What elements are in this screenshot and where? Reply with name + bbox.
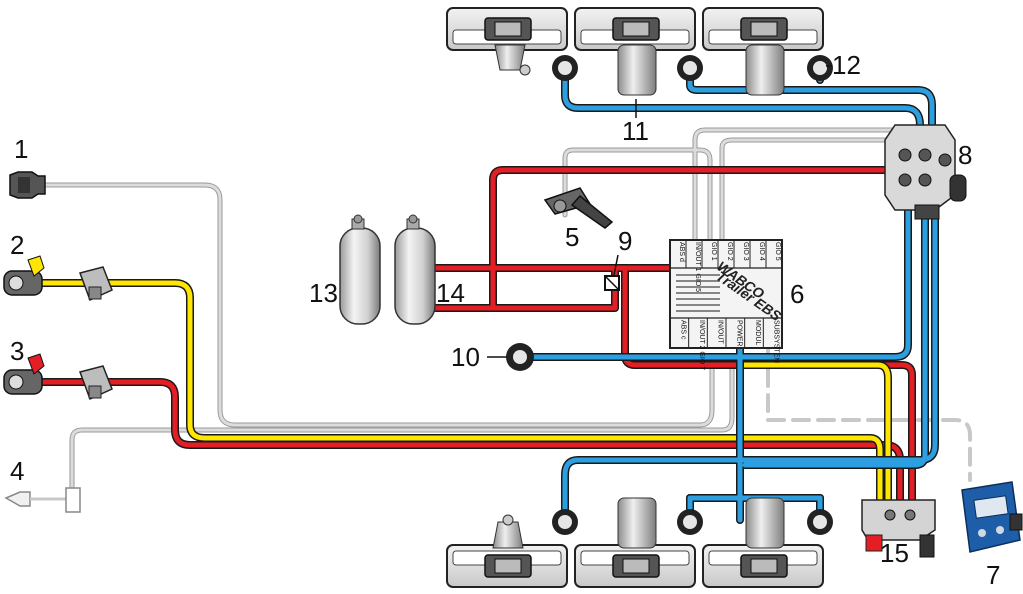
air-reservoir-14 — [394, 214, 436, 325]
connector-1 — [9, 171, 46, 199]
label-13: 13 — [309, 278, 338, 308]
wheel-bottom-right — [702, 497, 824, 588]
label-4: 4 — [10, 456, 24, 486]
ecu-bottom-port-label: ABS c — [679, 320, 686, 340]
label-3: 3 — [10, 336, 24, 366]
label-6: 6 — [790, 279, 804, 309]
top-axle — [446, 7, 833, 96]
ecu-bottom-port-label: SUBSYSTEM — [773, 320, 780, 363]
ecu-top-port-label: ABS d — [678, 242, 685, 262]
label-12: 12 — [832, 50, 861, 80]
line-filter-control — [79, 266, 113, 302]
label-11: 11 — [622, 116, 649, 146]
valve-5 — [543, 187, 614, 229]
display-unit-7 — [961, 481, 1023, 553]
wheel-speed-sensor-top-right — [807, 55, 833, 81]
sensor-10 — [506, 343, 534, 371]
component-labels: 1 2 3 4 5 6 7 8 9 10 11 12 13 14 15 — [10, 50, 1000, 590]
modulator-valve-8 — [884, 124, 967, 220]
coupling-head-supply-3 — [3, 353, 45, 395]
bottom-axle — [446, 497, 833, 588]
ecu-top-port-label: GIO 4 — [758, 242, 765, 261]
coupling-head-control-2 — [3, 255, 45, 296]
test-connection-9 — [604, 275, 620, 291]
label-9: 9 — [618, 226, 632, 256]
label-1: 1 — [14, 134, 28, 164]
label-14: 14 — [436, 278, 465, 308]
wheel-speed-sensor-bottom-right — [807, 509, 833, 535]
leader-lines — [487, 65, 832, 358]
wheel-top-right — [702, 7, 824, 96]
electric-lines — [42, 127, 972, 498]
wheel-speed-sensor-bottom-middle — [677, 509, 703, 535]
ecu-top-port-label: GIO 2 — [726, 242, 733, 261]
control-lines — [36, 279, 892, 504]
label-5: 5 — [565, 222, 579, 252]
plug-4 — [4, 487, 81, 513]
label-15: 15 — [880, 538, 909, 568]
ecu-bottom-port-cells: ABS c IN/OUT 2 GIO 7 IN/OUT POWER MODUL SUBSY… — [679, 318, 780, 370]
ecu-top-port-label: IN/OUT 1 GIO 5 — [694, 242, 701, 292]
valve-15 — [861, 499, 936, 558]
wheel-speed-sensor-top-middle — [677, 55, 703, 81]
label-7: 7 — [986, 560, 1000, 590]
ecu-top-port-label: GIO 1 — [710, 242, 717, 261]
ecu-bottom-port-label: POWER — [735, 320, 742, 346]
trailer-ebs-modulator-6: ABS d IN/OUT 1 GIO 5 GIO 1 GIO 2 GIO 3 GIO 4 G… — [669, 239, 785, 370]
wheel-top-middle — [574, 7, 696, 96]
ecu-top-port-cells: ABS d IN/OUT 1 GIO 5 GIO 1 GIO 2 GIO 3 GIO 4 G… — [678, 240, 781, 292]
wheel-bottom-middle — [574, 497, 696, 588]
wheel-top-left — [446, 7, 568, 76]
wheel-speed-sensor-bottom-left — [552, 509, 578, 535]
label-10: 10 — [451, 342, 480, 372]
ecu-top-port-label: GIO 3 — [742, 242, 749, 261]
ecu-bottom-port-label: IN/OUT 2 GIO 7 — [698, 320, 705, 370]
label-8: 8 — [958, 140, 972, 170]
ecu-bottom-port-label: MODUL — [754, 320, 761, 345]
wheel-speed-sensor-top-left — [552, 55, 578, 81]
label-2: 2 — [10, 230, 24, 260]
ecu-bottom-port-label: IN/OUT — [717, 320, 724, 344]
wheel-bottom-left — [446, 514, 568, 588]
air-reservoir-13 — [339, 214, 381, 325]
ecu-top-port-label: GIO 5 — [774, 242, 781, 261]
line-filter-supply — [79, 365, 113, 401]
